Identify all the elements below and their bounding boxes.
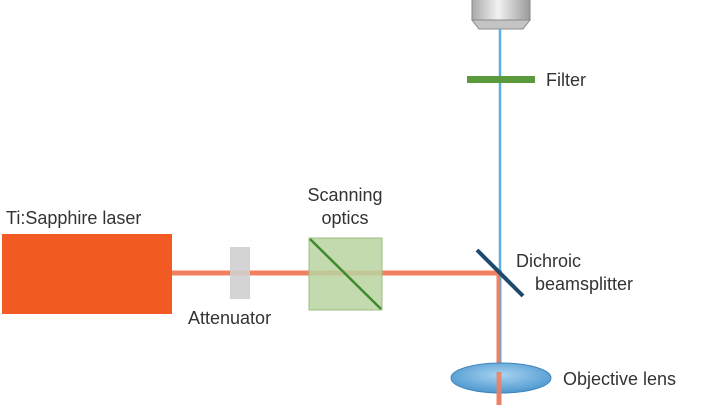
scanning-optics-label-line1: Scanning — [307, 185, 382, 205]
dichroic-label-line1: Dichroic — [516, 251, 581, 271]
dichroic-label-line2: beamsplitter — [535, 274, 633, 294]
dichroic-mirror — [475, 248, 525, 298]
attenuator-block — [230, 247, 250, 299]
scanning-optics-label-line2: optics — [321, 208, 368, 228]
scanning-optics — [308, 237, 383, 311]
attenuator-label: Attenuator — [188, 308, 271, 328]
detector — [470, 0, 532, 30]
objective-lens-label: Objective lens — [563, 369, 676, 389]
filter-label: Filter — [546, 70, 586, 90]
laser-label: Ti:Sapphire laser — [6, 208, 141, 228]
laser-body — [2, 234, 172, 314]
filter-bar — [467, 76, 535, 83]
